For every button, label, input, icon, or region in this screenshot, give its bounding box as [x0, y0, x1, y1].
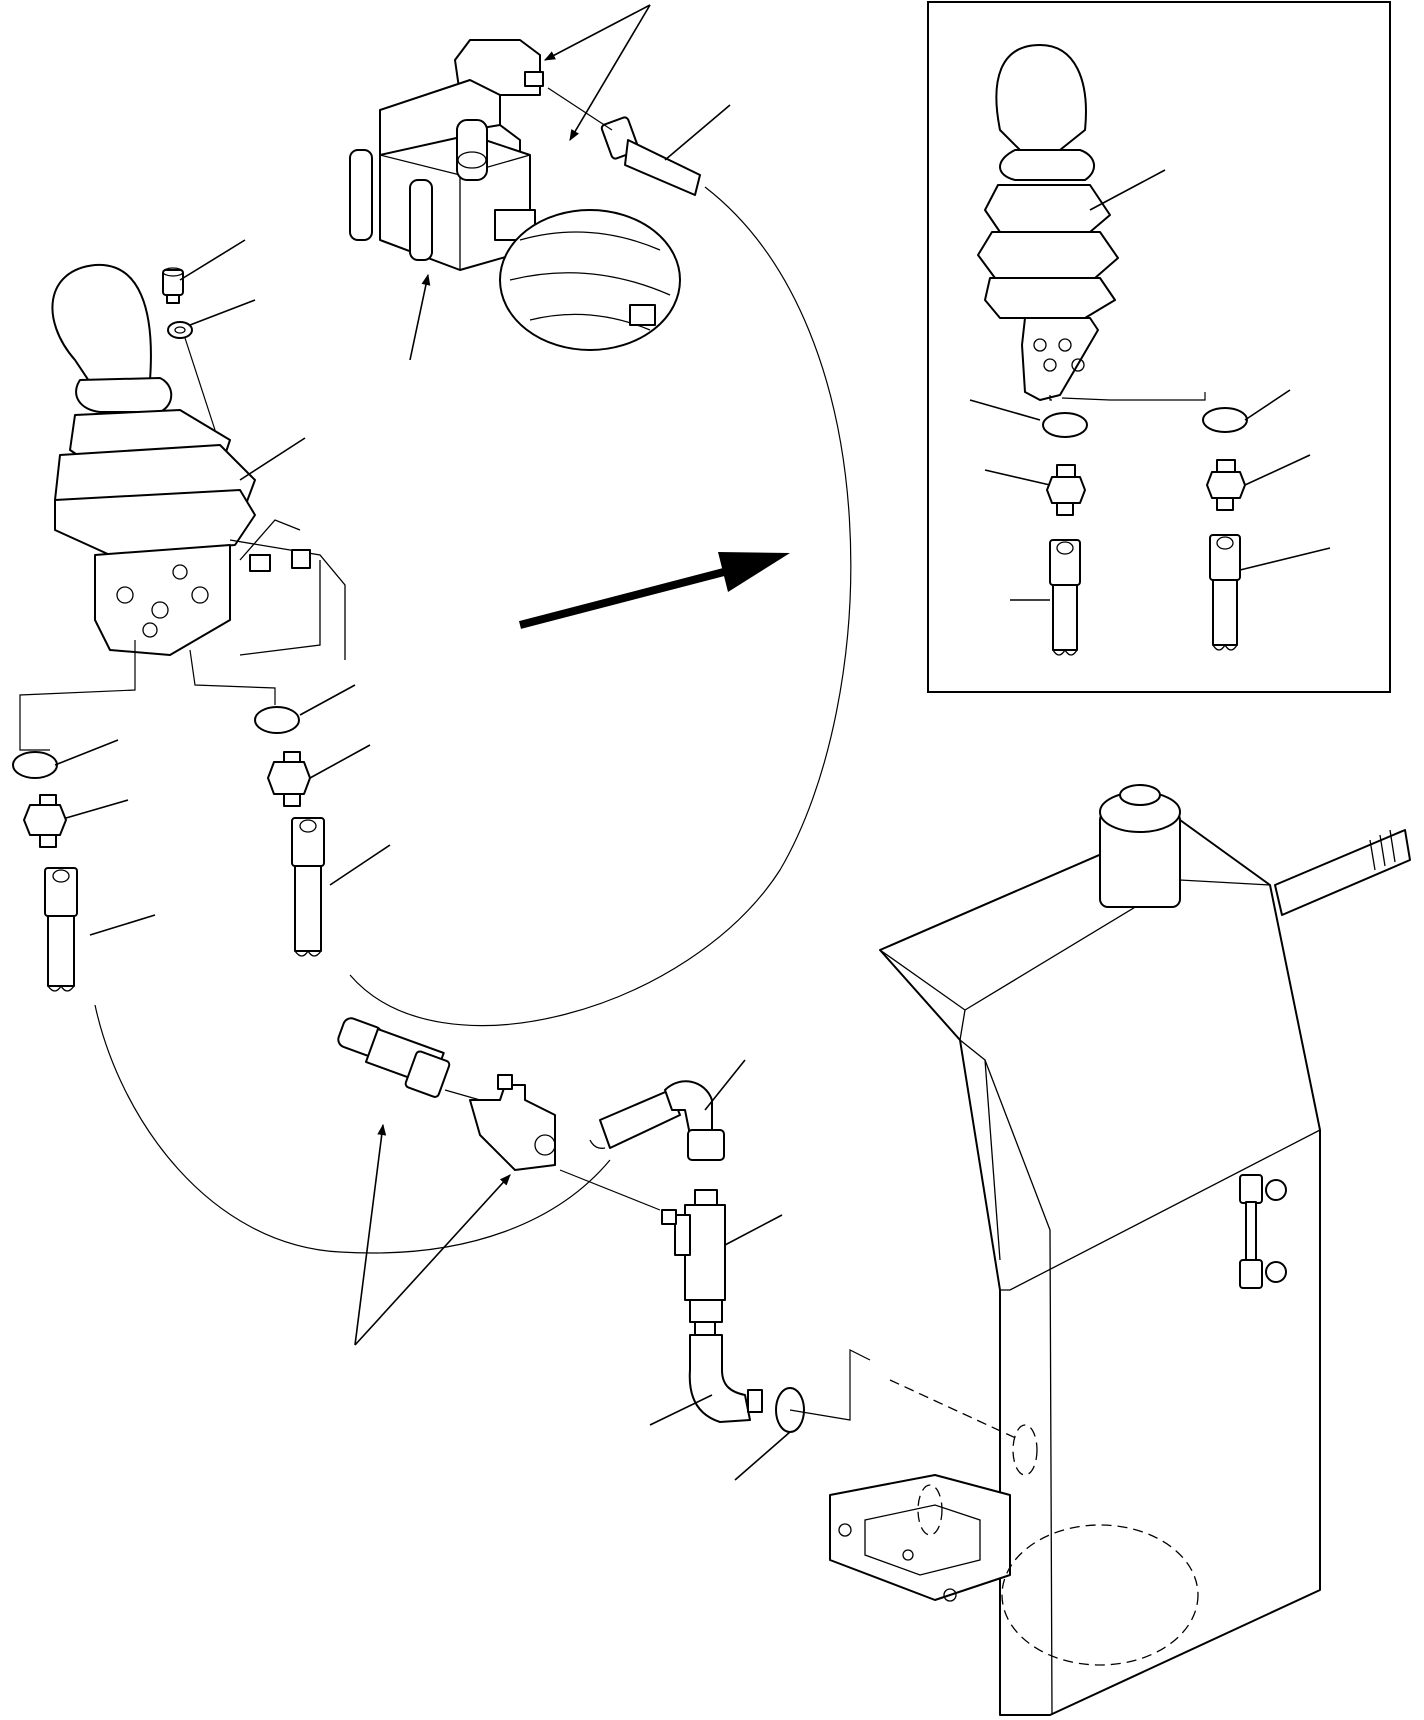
tee-and-hose-lower: [337, 1017, 661, 1211]
inset-left-stack: [1042, 412, 1088, 656]
inset-leaders: [969, 169, 1331, 601]
hydraulic-tank: [789, 784, 1411, 1716]
elbow-fitting-lower: [688, 1321, 805, 1433]
middle-fitting-stack: [254, 706, 325, 957]
detail-inset-frame: [927, 1, 1391, 693]
inset-joystick: [977, 44, 1119, 401]
main-joystick: [51, 263, 256, 656]
left-fitting-stack: [12, 751, 78, 992]
detail-inset: [927, 1, 1391, 693]
joystick-base-plate: [229, 519, 346, 660]
tee-fitting-vertical: [661, 1189, 726, 1323]
elbow-hose-lower: [589, 1080, 725, 1161]
pilot-valve-assembly: [349, 39, 681, 351]
screw-and-washer: [162, 267, 216, 431]
inset-right-stack: [1202, 407, 1248, 651]
hose-top-fitting: [600, 116, 701, 196]
